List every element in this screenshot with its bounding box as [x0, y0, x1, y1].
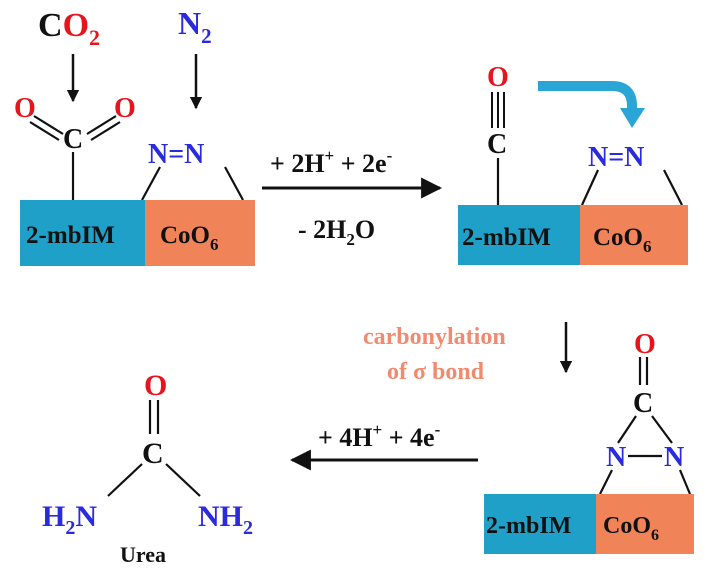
co-carbon: C	[487, 129, 507, 160]
carbonylation-line1: carbonylation	[363, 324, 506, 350]
n-to-surface-bond-left	[141, 166, 161, 201]
co2-bond-left-a	[33, 115, 64, 135]
co2-label: CO2	[38, 7, 100, 50]
co2-right-oxygen: O	[114, 93, 136, 124]
carbonylation-line2: of σ bond	[387, 359, 485, 385]
n2-adsorbed-right: N=N	[588, 142, 644, 173]
co2-left-oxygen: O	[14, 93, 36, 124]
n2-adsorbed-left: N=N	[148, 139, 204, 170]
co2-bond-left-b	[29, 121, 60, 141]
urea-nh2-left: H2N	[42, 500, 97, 539]
ring-oxygen: O	[634, 329, 656, 360]
ring-carbon: C	[633, 388, 653, 419]
coo6-label-1: CoO6	[160, 222, 219, 254]
urea-oxygen: O	[144, 369, 167, 402]
coo6-box-3	[596, 494, 694, 554]
urea-carbon: C	[142, 437, 164, 470]
coo6-box-1	[145, 200, 255, 266]
n-to-surface-bond-left-2	[580, 169, 600, 206]
mbim-box-2	[458, 205, 580, 265]
ring-n-surface-left	[599, 469, 613, 495]
co-oxygen: O	[487, 62, 509, 93]
mbim-label-1: 2-mbIM	[26, 222, 115, 249]
coo6-box-2	[580, 205, 688, 265]
coo6-label-2: CoO6	[593, 224, 652, 256]
co2-bond-right-b	[90, 121, 121, 141]
step1-bottom-label: - 2H2O	[298, 215, 375, 249]
urea-c-n-left	[107, 463, 143, 497]
n2-label: N2	[178, 5, 212, 48]
co2-carbon: C	[63, 124, 83, 155]
ring-n-left: N	[606, 442, 626, 473]
curved-blue-arrow	[538, 81, 637, 110]
mbim-label-3: 2-mbIM	[486, 513, 571, 539]
urea-c-n-right	[165, 463, 201, 497]
ring-n-right: N	[664, 442, 684, 473]
step1-top-label: + 2H+ + 2e-	[270, 146, 393, 178]
urea-name: Urea	[120, 542, 166, 567]
ring-n-surface-right	[678, 469, 692, 495]
urea-nh2-right: NH2	[198, 500, 253, 539]
mbim-box-3	[484, 494, 596, 554]
n-to-surface-bond-right-2	[663, 169, 683, 206]
mbim-box-1	[20, 200, 145, 266]
coo6-label-3: CoO6	[603, 513, 659, 544]
ring-c-n-right	[651, 415, 673, 444]
curved-blue-arrowhead	[620, 108, 645, 128]
n-to-surface-bond-right	[224, 166, 244, 201]
mbim-label-2: 2-mbIM	[462, 224, 551, 251]
ring-c-n-left	[617, 415, 637, 444]
co2-bond-right-a	[86, 115, 117, 135]
step3-label: + 4H+ + 4e-	[318, 420, 441, 452]
